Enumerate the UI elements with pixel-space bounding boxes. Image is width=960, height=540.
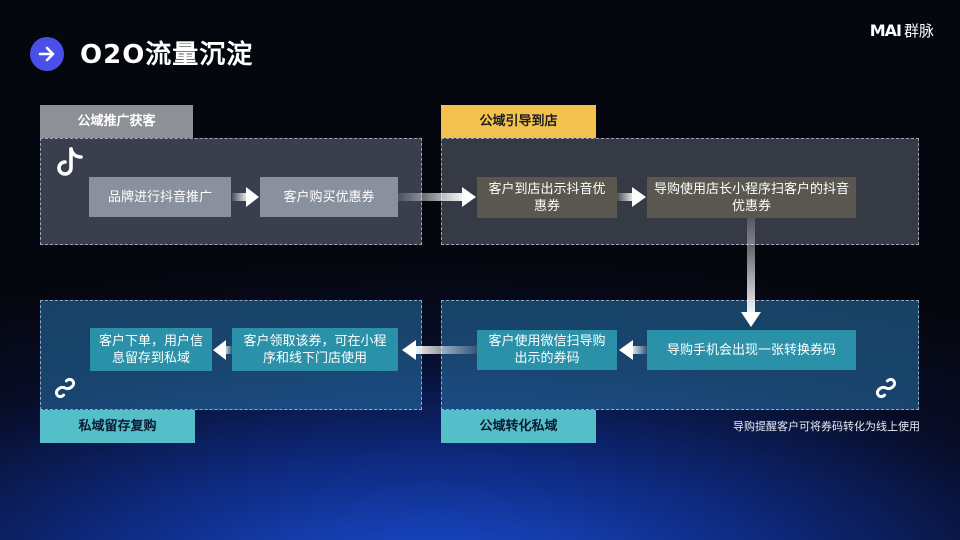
- arrow-buy-to-show: [398, 187, 476, 207]
- page-title: O2O流量沉淀: [80, 40, 254, 70]
- arrow-claim-to-order: [213, 340, 232, 360]
- arrow-right-icon: [30, 37, 64, 71]
- step-show-coupon: 客户到店出示抖音优惠券: [477, 177, 617, 218]
- step-buy-coupon: 客户购买优惠券: [260, 177, 398, 217]
- step-wechat-scan: 客户使用微信扫导购出示的券码: [477, 330, 617, 370]
- section-tag-public-guide: 公域引导到店: [441, 105, 596, 138]
- miniprogram-icon: [875, 377, 897, 399]
- arrow-show-to-scan: [617, 187, 646, 207]
- step-claim-coupon: 客户领取该券，可在小程序和线下门店使用: [232, 328, 398, 371]
- miniprogram-icon: [54, 377, 76, 399]
- arrow-code-to-wechat: [619, 340, 647, 360]
- section-tag-public-acquire: 公域推广获客: [40, 105, 193, 138]
- section-tag-public-convert: 公域转化私域: [441, 410, 596, 443]
- arrow-wechat-to-claim: [402, 340, 477, 360]
- brand-name: 群脉: [903, 22, 934, 40]
- section-tag-private-retain: 私域留存复购: [40, 410, 195, 443]
- step-brand-promo: 品牌进行抖音推广: [89, 177, 231, 217]
- arrow-scan-to-code: [741, 218, 761, 327]
- footnote: 导购提醒客户可将券码转化为线上使用: [733, 420, 920, 433]
- step-scan-coupon: 导购使用店长小程序扫客户的抖音优惠券: [647, 177, 856, 218]
- tiktok-icon: [57, 147, 83, 176]
- step-place-order: 客户下单，用户信息留存到私域: [90, 328, 212, 371]
- step-code-appears: 导购手机会出现一张转换券码: [647, 330, 856, 370]
- arrow-promo-to-buy: [232, 187, 259, 207]
- brand-logo: MAI: [869, 21, 902, 40]
- brand: MAI 群脉: [870, 20, 934, 41]
